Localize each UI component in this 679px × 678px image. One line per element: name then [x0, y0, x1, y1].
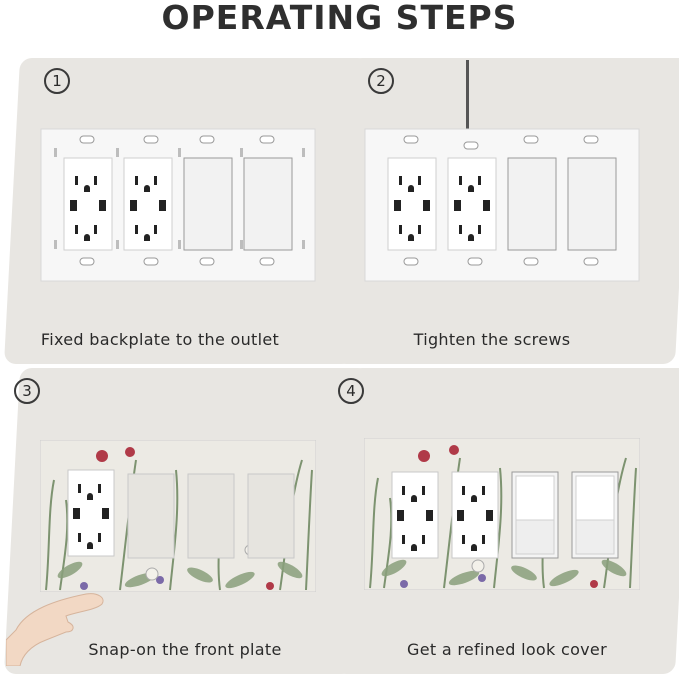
- backplate-screwed-illustration: [364, 128, 640, 282]
- finished-floral-cover-illustration: [364, 438, 640, 590]
- step-4-caption: Get a refined look cover: [372, 640, 642, 659]
- step-1-number: 1: [44, 68, 70, 94]
- step-1-caption: Fixed backplate to the outlet: [20, 330, 300, 349]
- step-3-caption: Snap-on the front plate: [60, 640, 310, 659]
- step-3-number: 3: [14, 378, 40, 404]
- backplate-illustration: [40, 128, 316, 282]
- step-4-number: 4: [338, 378, 364, 404]
- step-2-caption: Tighten the screws: [352, 330, 632, 349]
- page-title: OPERATING STEPS: [0, 0, 679, 44]
- step-2-number: 2: [368, 68, 394, 94]
